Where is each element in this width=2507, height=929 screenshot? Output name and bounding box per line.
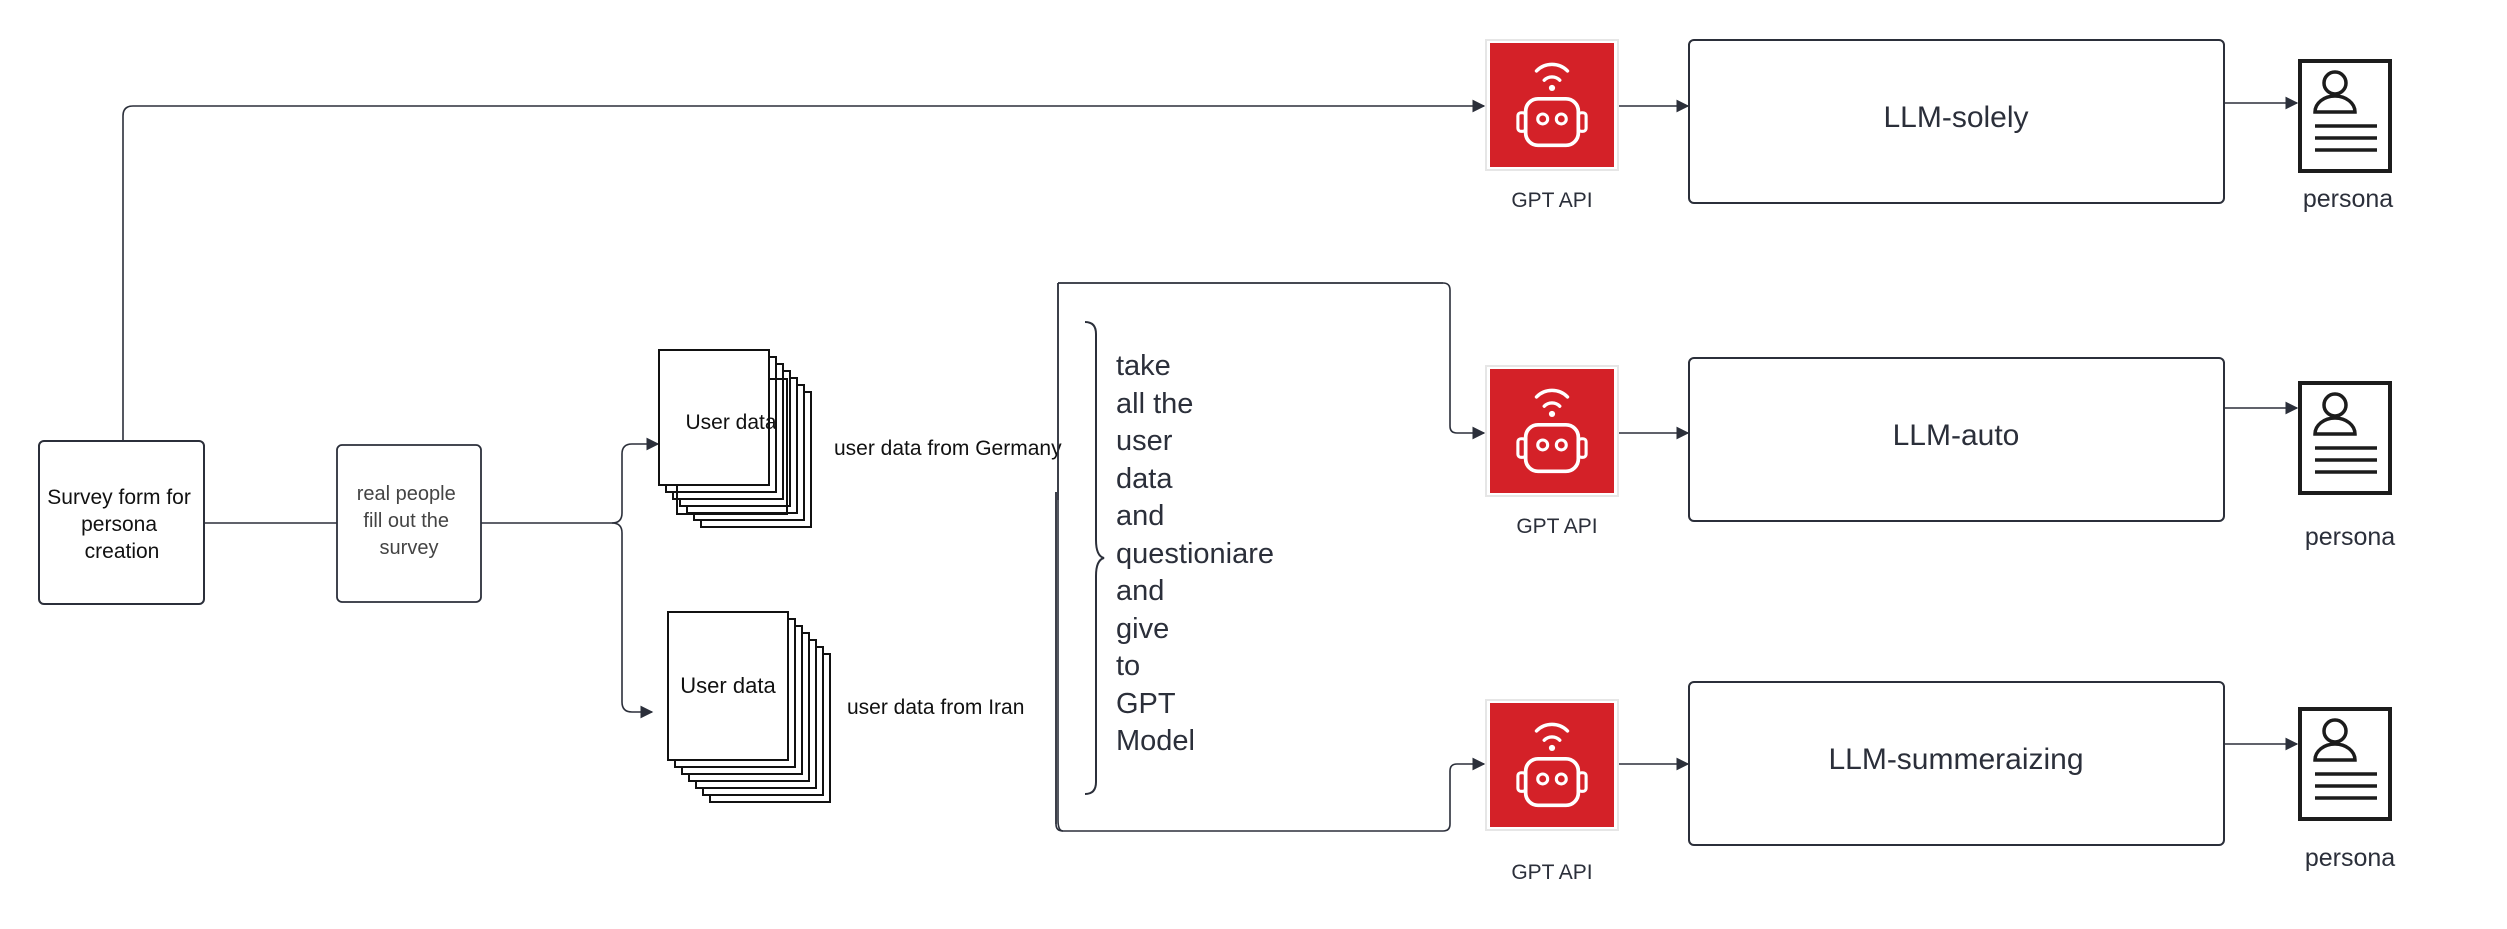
- user-data-iran-stack: [667, 611, 831, 803]
- persona-document-icon: [2298, 59, 2392, 173]
- curly-brace: [1084, 321, 1105, 795]
- real-people-line: survey: [380, 537, 439, 559]
- svg-text:real people fill out the: real people fill out the survey: [357, 483, 462, 559]
- user-data-germany-caption: user data from Germany: [834, 437, 1062, 460]
- persona-top: persona: [2298, 59, 2393, 213]
- robot-icon: [1488, 367, 1616, 495]
- llm-auto-node: LLM-auto: [1688, 357, 2225, 522]
- llm-summarizing-node: LLM-summeraizing: [1688, 681, 2225, 846]
- real-people-line: fill out the: [363, 510, 449, 532]
- robot-icon: [1488, 41, 1616, 169]
- instruction-group-frame: [1057, 282, 1443, 832]
- instruction-line: user: [1116, 425, 1173, 457]
- user-data-iran-label: User data: [680, 673, 776, 698]
- connector-group-to-gpt-mid: [1058, 282, 1486, 440]
- persona-document-icon: [2298, 381, 2392, 495]
- llm-solely-label: LLM-solely: [1883, 101, 2028, 134]
- instruction-line: GPT: [1116, 688, 1176, 720]
- instruction-line: take: [1116, 350, 1171, 382]
- survey-form-line: Survey form for: [47, 486, 191, 509]
- gpt-api-mid: GPT API: [1485, 365, 1619, 538]
- persona-mid: persona: [2298, 381, 2395, 551]
- gpt-api-top-label: GPT API: [1511, 189, 1592, 212]
- user-data-iran-caption: user data from Iran: [847, 696, 1024, 719]
- connectors: [122, 96, 2299, 832]
- persona-bottom-label: persona: [2305, 844, 2395, 872]
- instruction-line: all the: [1116, 388, 1193, 420]
- instruction-line: give: [1116, 613, 1169, 645]
- survey-form-line: creation: [85, 540, 160, 563]
- persona-bottom: persona: [2298, 707, 2395, 872]
- gpt-api-mid-label: GPT API: [1516, 515, 1597, 538]
- survey-form-node: Survey form for persona creation: [38, 440, 205, 605]
- connector-people-to-germany: [481, 437, 660, 524]
- instruction-line: Model: [1116, 725, 1195, 757]
- instruction-line: to: [1116, 650, 1140, 682]
- real-people-line: real people: [357, 483, 456, 505]
- instruction-line: and: [1116, 575, 1164, 607]
- user-data-germany-stack: [658, 349, 812, 528]
- llm-summarizing-label: LLM-summeraizing: [1828, 743, 2083, 776]
- gpt-api-top: GPT API: [1485, 39, 1619, 212]
- persona-document-icon: [2298, 707, 2392, 821]
- svg-text:Survey form for persona: Survey form for persona creation: [47, 486, 196, 563]
- llm-auto-label: LLM-auto: [1893, 419, 2020, 452]
- svg-text:take all the user: take all the user data and questioniare …: [1116, 350, 1282, 757]
- instruction-line: data: [1116, 463, 1173, 495]
- persona-mid-label: persona: [2305, 523, 2395, 551]
- robot-icon: [1488, 701, 1616, 829]
- connector-group-to-gpt-bottom: [1055, 492, 1486, 832]
- real-people-node: real people fill out the survey: [336, 444, 482, 603]
- connector-survey-to-gpt-top: [122, 99, 1486, 440]
- user-data-germany-label: User data: [685, 411, 776, 434]
- instruction-line: and: [1116, 500, 1164, 532]
- instruction-line: questioniare: [1116, 538, 1274, 570]
- gpt-api-bottom: GPT API: [1485, 699, 1619, 884]
- instruction-group: take all the user data and questioniare …: [1055, 282, 1443, 832]
- connector-people-to-iran: [611, 522, 654, 719]
- llm-solely-node: LLM-solely: [1688, 39, 2225, 204]
- survey-form-line: persona: [81, 513, 157, 536]
- persona-top-label: persona: [2303, 185, 2393, 213]
- gpt-api-bottom-label: GPT API: [1511, 861, 1592, 884]
